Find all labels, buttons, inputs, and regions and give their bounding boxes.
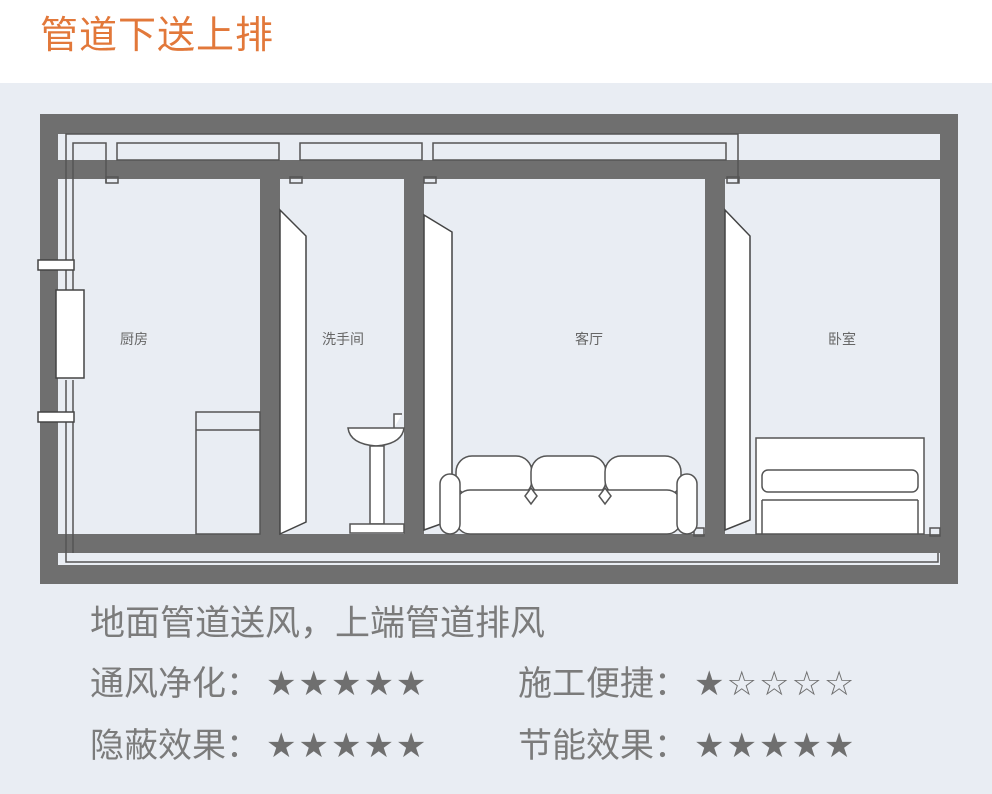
living-room-sofa xyxy=(439,455,698,535)
rating-energy: 节能效果：★★★★★ xyxy=(518,722,856,770)
ceiling-exhaust-duct xyxy=(65,133,740,300)
star-rating: ★☆☆☆☆ xyxy=(694,664,857,704)
rating-label: 通风净化： xyxy=(90,664,260,704)
star-rating: ★★★★★ xyxy=(266,726,429,766)
room-label-bathroom: 洗手间 xyxy=(322,332,364,348)
header-bar: 管道下送上排 xyxy=(0,0,992,83)
rating-label: 隐蔽效果： xyxy=(90,726,260,766)
kitchen-cabinet xyxy=(195,411,261,535)
room-label-living-room: 客厅 xyxy=(575,331,603,348)
floor-supply-duct xyxy=(65,380,941,563)
fresh-air-unit xyxy=(37,259,85,423)
room-label-bedroom: 卧室 xyxy=(828,331,856,348)
star-rating: ★★★★★ xyxy=(694,726,857,766)
star-rating: ★★★★★ xyxy=(266,664,429,704)
bedroom-bed xyxy=(755,437,925,535)
rating-ventilation: 通风净化：★★★★★ xyxy=(90,660,428,708)
section-diagram: 厨房 洗手间 客厅 卧室 xyxy=(37,114,958,584)
doors xyxy=(279,208,751,536)
ventilation-caption: 地面管道送风，上端管道排风 xyxy=(90,604,546,644)
rating-concealment: 隐蔽效果：★★★★★ xyxy=(90,722,428,770)
room-label-kitchen: 厨房 xyxy=(120,332,148,348)
rating-label: 节能效果： xyxy=(518,726,688,766)
rating-label: 施工便捷： xyxy=(518,664,688,704)
building-walls xyxy=(40,114,958,584)
page-title: 管道下送上排 xyxy=(40,13,275,57)
rating-construction: 施工便捷：★☆☆☆☆ xyxy=(518,660,856,708)
bathroom-sink xyxy=(347,413,405,534)
